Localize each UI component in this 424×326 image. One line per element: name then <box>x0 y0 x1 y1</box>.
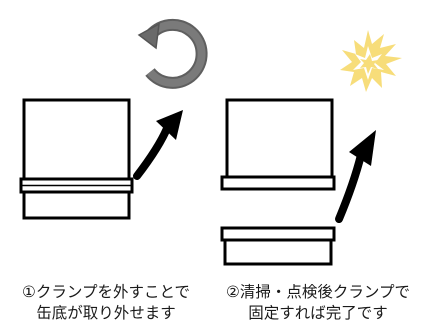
step-1-illustration <box>19 98 134 220</box>
step-1-caption-line-2: 缶底が取り外せます <box>36 304 176 322</box>
sparkle-burst-icon <box>340 30 402 92</box>
step-2-caption-line-2: 固定すれば完了です <box>248 304 388 322</box>
can-bottom <box>22 190 131 220</box>
step-2-illustration <box>220 98 336 266</box>
can-body-detached <box>225 98 334 180</box>
can-body-rim <box>220 175 336 191</box>
step-2-caption: ②清掃・点検後クランプで 固定すれば完了です <box>212 282 424 324</box>
rotate-arrow-icon <box>137 18 208 89</box>
can-bottom-detached <box>223 238 333 266</box>
can-bottom-rim <box>220 226 336 242</box>
can-body <box>22 98 131 182</box>
step-1-caption: ①クランプを外すことで 缶底が取り外せます <box>0 282 212 324</box>
curved-arrow-icon <box>133 110 183 180</box>
step-1-caption-line-1: ①クランプを外すことで <box>22 283 190 301</box>
step-2-caption-line-1: ②清掃・点検後クランプで <box>226 283 410 301</box>
curved-arrow-icon-2 <box>335 130 376 223</box>
